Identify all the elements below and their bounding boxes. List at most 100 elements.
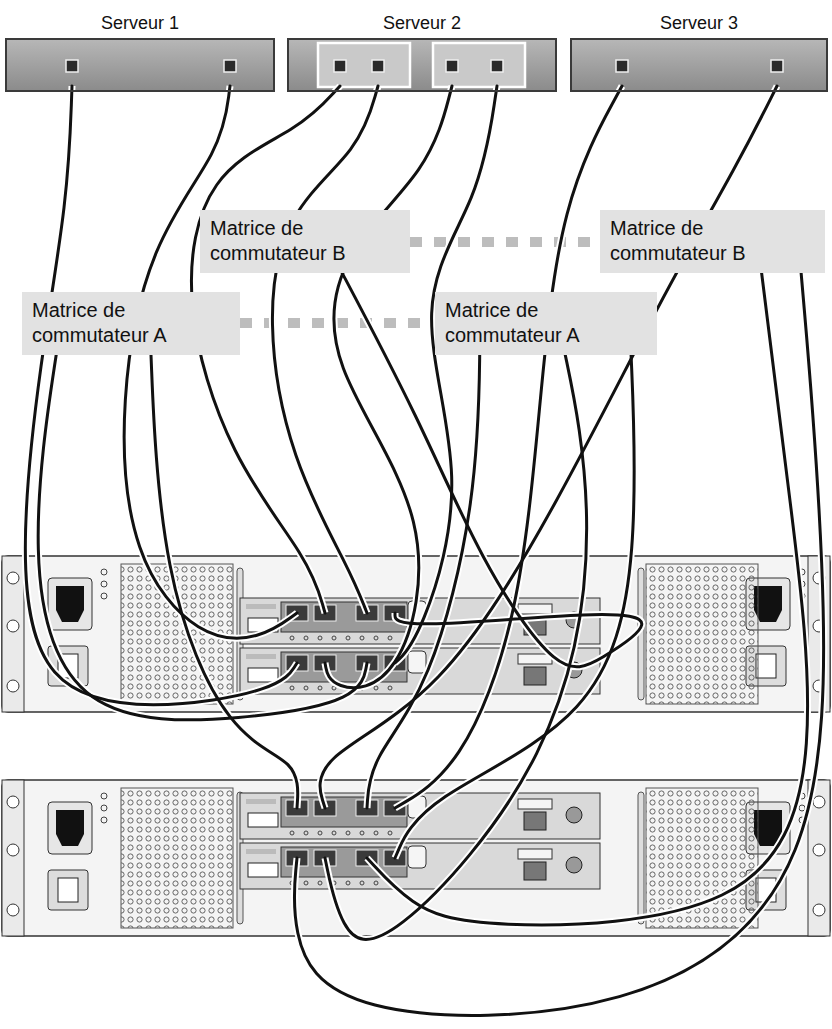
- status-led: [318, 881, 322, 885]
- server-box: Serveur 1: [5, 38, 275, 92]
- fabric-name: Matrice de commutateur A: [32, 298, 230, 348]
- fibre-cable: [25, 86, 297, 705]
- status-led: [290, 686, 294, 690]
- sas-out-port: [248, 668, 278, 682]
- status-led: [374, 831, 378, 835]
- fibre-cable: [395, 330, 634, 858]
- status-led: [388, 686, 392, 690]
- fabric-label: Matrice de commutateur B: [600, 210, 825, 273]
- server-name: Serveur 3: [552, 13, 832, 34]
- psu-led: [101, 593, 107, 599]
- status-led: [290, 636, 294, 640]
- fibre-cable: [294, 260, 823, 1015]
- power-socket: [56, 586, 84, 622]
- power-switch-rocker: [58, 878, 78, 902]
- server-port: [771, 60, 783, 72]
- server-port: [372, 60, 384, 72]
- release-latch: [408, 651, 426, 673]
- status-led: [374, 636, 378, 640]
- status-led: [346, 831, 350, 835]
- hba-card: [318, 43, 410, 87]
- password-reset: [566, 807, 582, 823]
- power-inlet: [48, 578, 92, 630]
- rack-screw: [7, 796, 19, 808]
- cable-halo: [395, 330, 634, 858]
- status-led: [332, 831, 336, 835]
- status-led: [360, 831, 364, 835]
- server-chassis: [5, 38, 275, 92]
- rack-ear: [2, 556, 24, 712]
- status-led: [374, 686, 378, 690]
- mgmt-label: [518, 799, 552, 809]
- fabric-label: Matrice de commutateur A: [435, 292, 657, 355]
- model-badge: [246, 604, 276, 609]
- status-led: [360, 881, 364, 885]
- fabric-link: [410, 237, 600, 247]
- server-port: [66, 60, 78, 72]
- status-led: [360, 636, 364, 640]
- mgmt-port: [524, 667, 546, 685]
- server-name: Serveur 2: [269, 13, 575, 34]
- server-chassis: [287, 38, 557, 92]
- psu-led: [101, 817, 107, 823]
- status-led: [346, 881, 350, 885]
- server-port: [616, 60, 628, 72]
- rack-screw: [7, 844, 19, 856]
- fabric-label: Matrice de commutateur B: [200, 210, 410, 273]
- mgmt-label: [518, 604, 552, 614]
- rack-screw: [7, 572, 19, 584]
- fibre-cable: [325, 330, 587, 939]
- psu-led: [101, 793, 107, 799]
- status-led: [304, 636, 308, 640]
- fabric-name: Matrice de commutateur A: [445, 298, 647, 348]
- fibre-cable: [272, 86, 378, 613]
- status-led: [304, 881, 308, 885]
- cable-halo: [367, 330, 480, 808]
- fabric-name: Matrice de commutateur B: [210, 216, 400, 266]
- release-latch: [408, 846, 426, 868]
- psu-led: [101, 581, 107, 587]
- fibre-cable: [395, 86, 497, 663]
- psu-handle: [638, 792, 644, 924]
- server-box: Serveur 2: [287, 38, 557, 92]
- cable-halo: [150, 330, 298, 808]
- fabric-label: Matrice de commutateur A: [22, 292, 240, 355]
- status-led: [374, 881, 378, 885]
- status-led: [332, 636, 336, 640]
- status-led: [346, 636, 350, 640]
- server-box: Serveur 3: [570, 38, 828, 92]
- power-socket: [56, 810, 84, 846]
- fibre-cable: [320, 86, 777, 808]
- power-switch: [48, 870, 88, 910]
- server-port: [446, 60, 458, 72]
- cable-halo: [320, 86, 777, 808]
- server-name: Serveur 1: [0, 13, 293, 34]
- fibre-cable: [367, 260, 808, 925]
- rack-screw: [813, 796, 825, 808]
- sas-out-port: [248, 813, 278, 827]
- server-port: [334, 60, 346, 72]
- rack-screw: [7, 680, 19, 692]
- status-led: [388, 636, 392, 640]
- cable-halo: [294, 260, 823, 1015]
- power-inlet: [48, 802, 92, 854]
- fibre-cable: [38, 330, 367, 720]
- rack-screw: [813, 844, 825, 856]
- mgmt-port: [524, 812, 546, 830]
- status-led: [318, 686, 322, 690]
- mgmt-port: [524, 862, 546, 880]
- fibre-cable: [150, 330, 298, 808]
- mgmt-label: [518, 849, 552, 859]
- sas-out-port: [248, 863, 278, 877]
- fc-port-block: [281, 602, 407, 632]
- status-led: [388, 831, 392, 835]
- fan-grill: [646, 564, 758, 704]
- psu-led: [101, 805, 107, 811]
- rack-screw: [813, 904, 825, 916]
- fibre-cable: [367, 330, 480, 808]
- fan-grill: [646, 788, 758, 928]
- status-led: [318, 636, 322, 640]
- model-badge: [246, 849, 276, 854]
- fabric-name: Matrice de commutateur B: [610, 216, 815, 266]
